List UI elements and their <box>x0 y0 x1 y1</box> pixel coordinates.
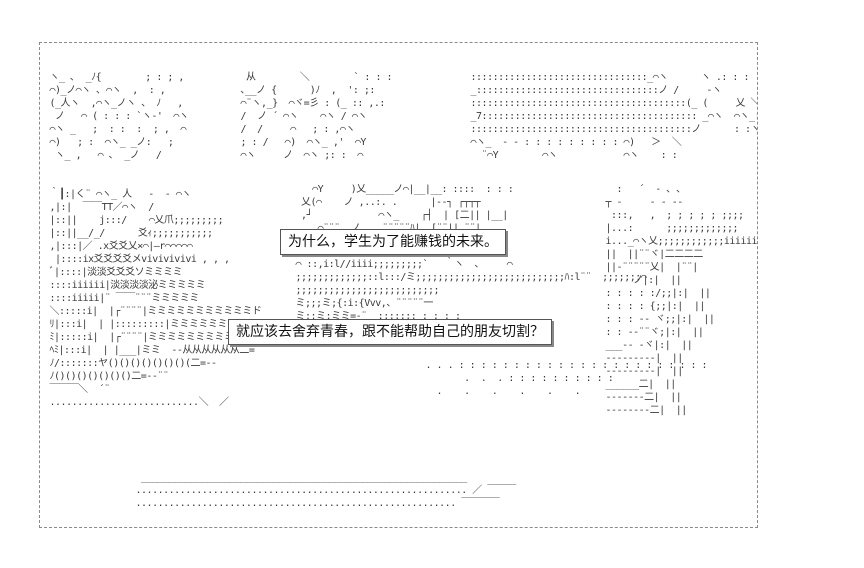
speech-bubble-2: 就应该去舍弃青春，跟不能帮助自己的朋友切割？ <box>228 319 552 345</box>
ascii-distant-dots: . . . : : : : : : : : : : : : : : : : : … <box>425 360 708 397</box>
ascii-cloud-right: ::::::::::::::::::::::::::::::::_⌒ヽ ヽ .:… <box>470 72 758 161</box>
ascii-cloud-center: 从 ＼ ` : : : ､__ノ { )ﾉ , ': ;: ⌒¨ヽ,_} ⌒ヾ=… <box>240 72 393 161</box>
ascii-town-left: ｀┃:|く¨ ⌒ヽ_ 人 ‐ ‐ ⌒ヽ ,|:| ￣￣TT／⌒ヽ / |::||… <box>49 189 294 408</box>
artwork-frame: ヽ_ ､ _ﾉ{ ; : ; , ⌒)_ノ⌒ヽ ､ ⌒ヽ , : , (_人ヽ … <box>39 42 758 528</box>
dialogue-line-2: 就应该去舍弃青春，跟不能帮助自己的朋友切割？ <box>236 324 544 340</box>
ascii-river: ________________________________________… <box>135 472 517 509</box>
speech-bubble-1: 为什么，学生为了能赚钱的未来。 <box>280 229 506 255</box>
dialogue-line-1: 为什么，学生为了能赚钱的未来。 <box>288 234 498 250</box>
ascii-cloud-left: ヽ_ ､ _ﾉ{ ; : ; , ⌒)_ノ⌒ヽ ､ ⌒ヽ , : , (_人ヽ … <box>49 72 189 161</box>
ascii-town-right: : ´ ‐ ､ ､ ┬ ‐ ‐ ‐ ‐‐ :::, , ; ; ; ; ; ;;… <box>605 184 758 416</box>
